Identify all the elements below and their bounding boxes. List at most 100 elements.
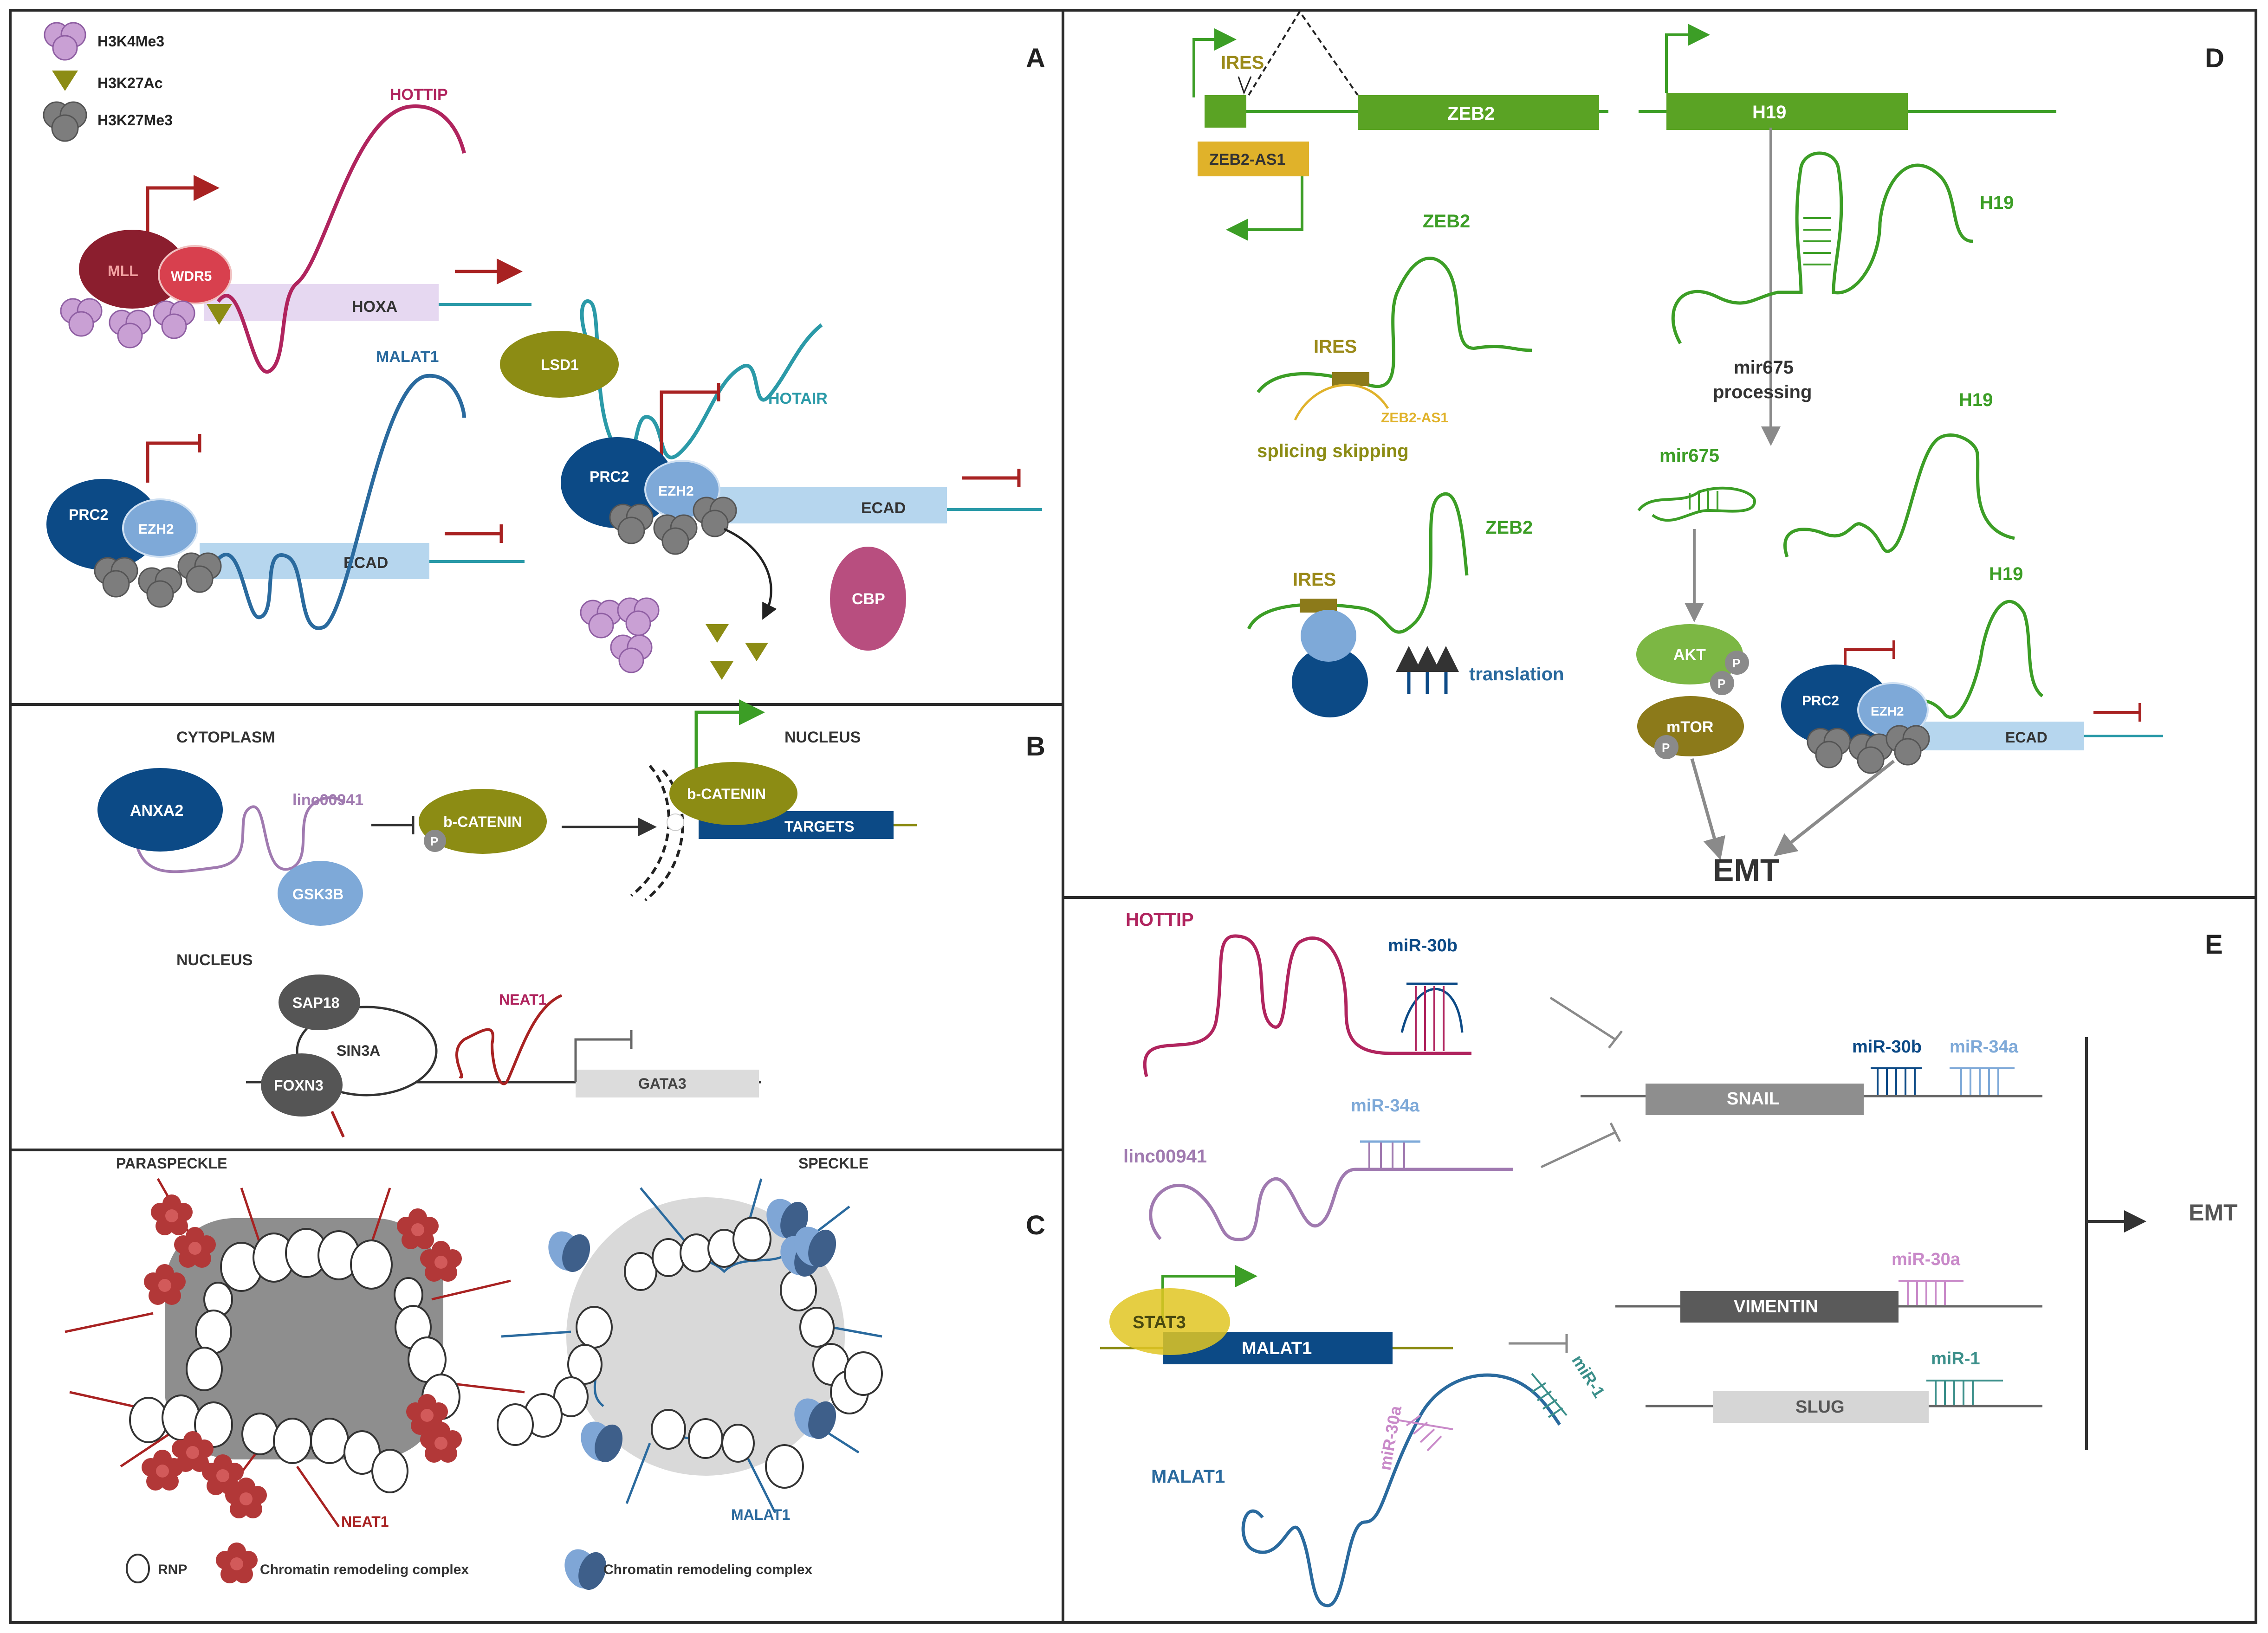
slug-gene-box [1713,1391,1929,1423]
mir30a-site-e [1397,1414,1453,1452]
emt-label-d: EMT [1713,852,1780,888]
akt-phospho-2-label: P [1717,677,1725,691]
mir34a-label-snail: miR-34a [1950,1037,2019,1057]
sin3a-label: SIN3A [337,1042,380,1059]
h19-hairpin-rna [1671,151,1973,344]
mir30b-duplex-e [1400,982,1464,1033]
h19-gene-box [1666,93,1908,130]
ires-label-gene: IRES [1221,52,1264,73]
ezh2-protein-a [122,498,198,558]
akt-phospho-1-label: P [1732,656,1740,670]
neat1-label-c: NEAT1 [341,1513,389,1530]
ecad-repression-a [445,524,503,543]
mir1-site-e [1531,1373,1568,1418]
released-h3k27ac [706,624,768,680]
translation-arrows-icon [1396,646,1459,694]
mir675-label: mir675 [1659,445,1719,466]
akt-protein [1636,624,1743,684]
ribosome-small-subunit [1301,610,1356,662]
paraspeckle-structure [65,1178,525,1528]
malat1-rna-a [217,374,466,630]
speckle-label: SPECKLE [798,1155,868,1172]
h19-stem-rungs [1803,217,1831,265]
hoxa-label: HOXA [352,298,397,316]
mtor-phospho [1654,735,1678,759]
mir30b-label-e: miR-30b [1388,936,1458,955]
hottip-rna [216,104,466,374]
splicing-skipping-label: splicing skipping [1257,441,1409,461]
legend-h3k4me3-label: H3K4Me3 [97,33,164,50]
panel-b-letter: B [1026,731,1045,762]
gata3-gene-box [576,1070,759,1097]
akt-phospho-2 [1710,671,1734,695]
h19-rna-2 [1783,433,2015,558]
lsd1-protein [500,331,619,398]
ires-label-1: IRES [1314,336,1357,357]
zeb2-gene-label: ZEB2 [1447,103,1495,124]
zeb2as1-label-rna: ZEB2-AS1 [1381,410,1448,426]
sap18-protein [279,975,360,1030]
bcatenin-label-cyto: b-CATENIN [443,813,522,830]
h19-rna-3 [1895,600,2044,719]
bcatenin-label-nuc: b-CATENIN [687,786,766,802]
legend-h3k27me3-label: H3K27Me3 [97,112,173,129]
zeb2as1-label-gene: ZEB2-AS1 [1209,151,1285,168]
h19-label-2: H19 [1959,390,1993,410]
mll-complex [79,230,186,309]
prc2-repression-mark-b [660,383,720,457]
prc2-label-a: PRC2 [69,506,108,523]
prc2-label-b: PRC2 [590,468,629,485]
mtor-label: mTOR [1666,718,1713,736]
ecad-repression-b [962,469,1021,487]
mll-promoter-arrow [146,175,220,232]
prc2-to-emt-arrow [1773,760,1895,857]
linc00941-label-b: linc00941 [292,791,363,809]
ires-label-2: IRES [1293,569,1336,590]
prc2-label-d: PRC2 [1802,693,1839,709]
malat1-rna-e [1241,1373,1561,1607]
cbp-label: CBP [852,590,885,608]
targets-label: TARGETS [784,818,855,835]
malat1-inhibits [1509,1334,1568,1353]
mll-label: MLL [108,263,138,279]
phospho-b [424,830,446,852]
speckle-structure [497,1178,883,1514]
lsd1-label: LSD1 [541,356,579,373]
mtor-to-emt-arrow [1690,758,1725,860]
hottip-rna-e [1143,934,1471,1077]
histone-release-arrow [723,528,777,620]
cytoplasm-label: CYTOPLASM [176,729,275,746]
panel-c-letter: C [1026,1210,1045,1240]
h19-label-3: H19 [1989,564,2023,584]
zeb2-promoter-arrow [1192,28,1237,97]
nuclear-pore-dot [667,813,684,831]
h19-gene-label: H19 [1752,102,1786,123]
ezh2-label-b: EZH2 [658,484,694,499]
hottip-inhibits-snail [1549,996,1623,1049]
ezh2-label-a: EZH2 [138,522,174,537]
ires-pointer [1238,76,1252,95]
anxa2-protein [97,768,223,852]
zeb2as1-promoter-arrow [1226,176,1303,241]
zeb2-gene-box [1358,95,1599,130]
zeb2-label-1: ZEB2 [1423,211,1470,232]
gsk3b-label: GSK3B [292,886,343,903]
anxa2-label: ANXA2 [130,802,183,820]
mir675-processing-label-1: mir675 [1734,357,1794,378]
malat1-gene-label: MALAT1 [1242,1339,1312,1358]
hotair-rna [580,299,823,459]
panel-d-letter: D [2205,43,2224,73]
red-complex-legend-label: Chromatin remodeling complex [260,1562,469,1577]
mir30b-label-snail: miR-30b [1852,1037,1922,1057]
phospho-b-label: P [430,834,438,848]
h19-promoter-arrow [1665,24,1710,93]
zeb2as1-gene-box [1198,142,1309,176]
snail-label: SNAIL [1727,1089,1780,1109]
mir675-processing-label-2: processing [1713,382,1812,402]
ribosome-large-subunit [1292,647,1368,717]
ecad-label-d: ECAD [2005,729,2048,746]
akt-label: AKT [1673,646,1706,664]
mir34a-site-snail [1950,1067,2015,1095]
mir34a-rungs [1368,1142,1405,1169]
